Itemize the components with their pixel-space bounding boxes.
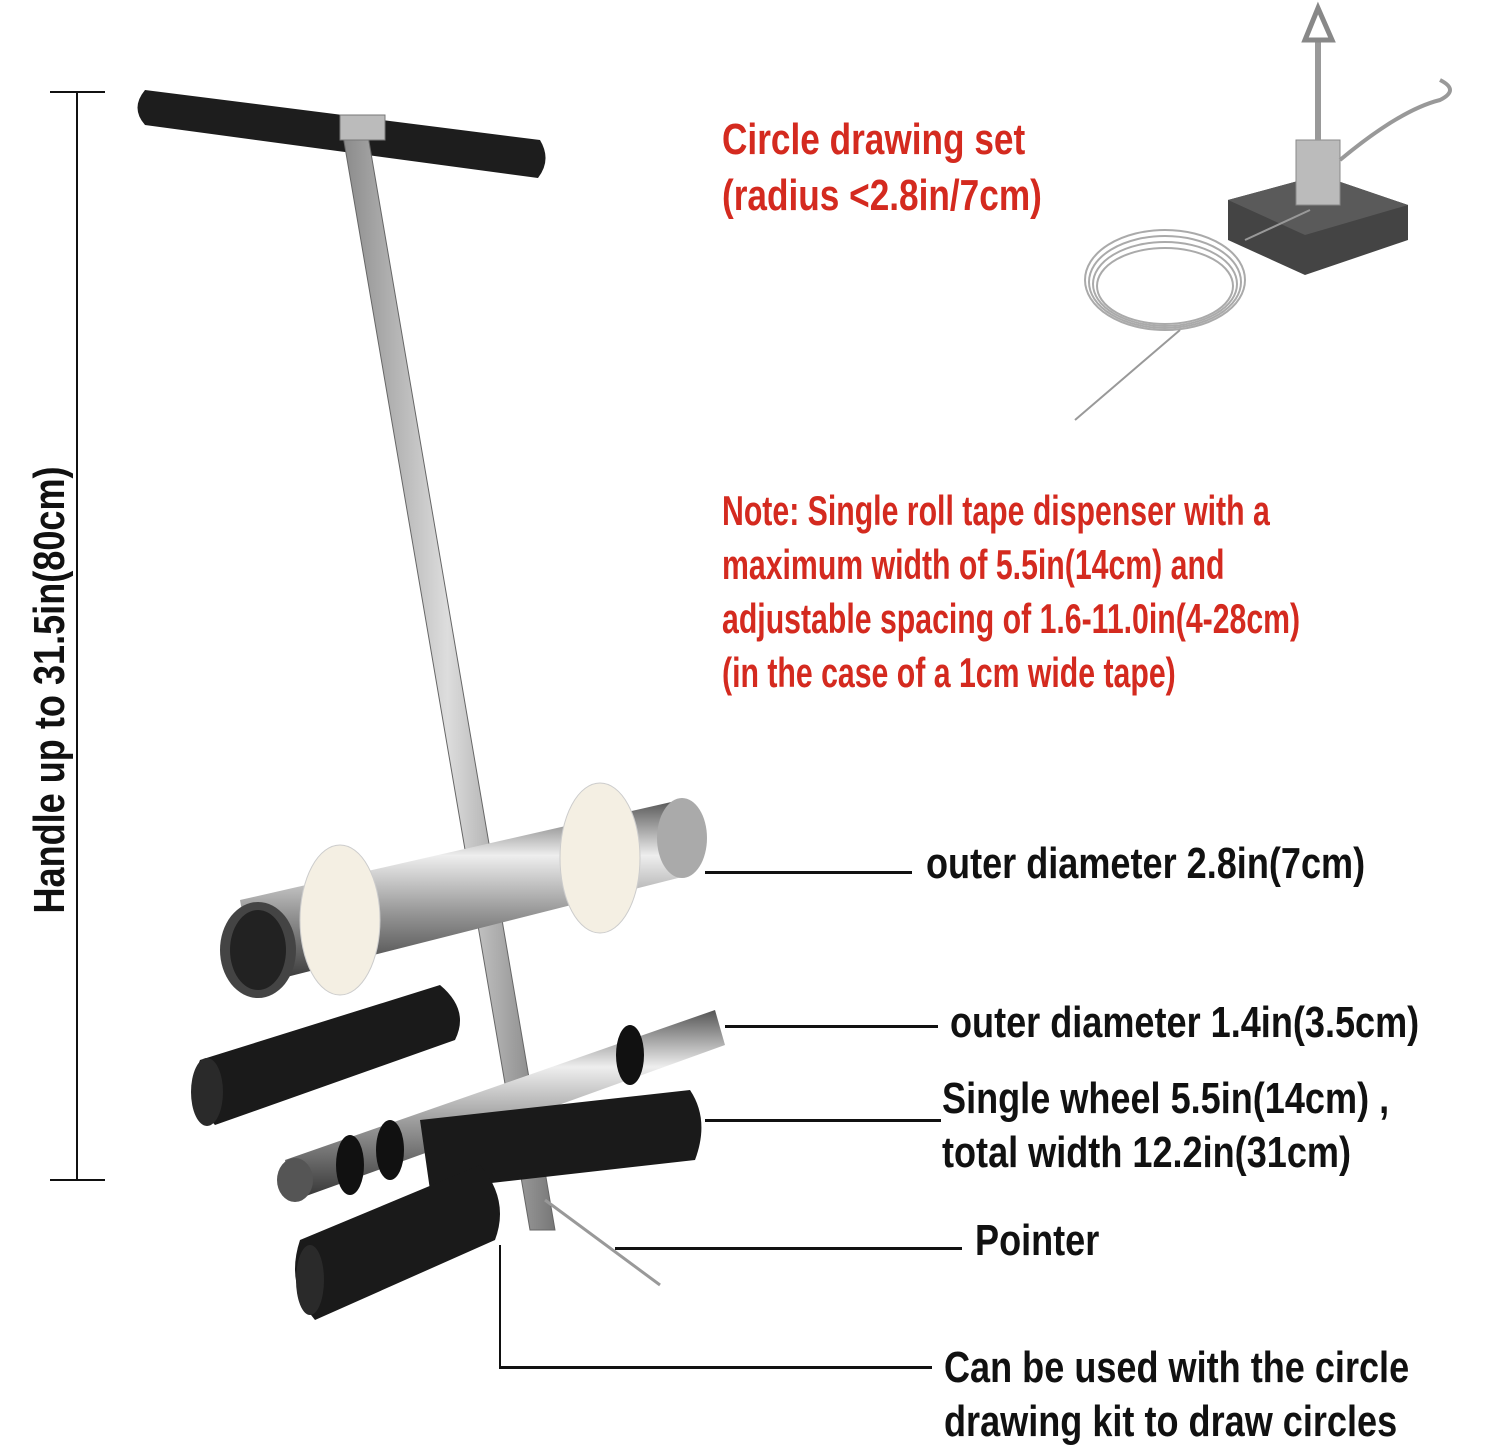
callout-line-pointer — [615, 1247, 962, 1250]
dimension-tick-top — [50, 91, 105, 93]
note-line: Note: Single roll tape dispenser with a — [722, 487, 1270, 534]
callout-line-outer-large — [705, 871, 912, 874]
callout-outer-diameter-large: outer diameter 2.8in(7cm) — [926, 839, 1366, 888]
note-line: (in the case of a 1cm wide tape) — [722, 649, 1176, 696]
handle-height-label: Handle up to 31.5in(80cm) — [25, 466, 74, 914]
callout-outer-diameter-small: outer diameter 1.4in(3.5cm) — [950, 998, 1420, 1047]
rear-wheel — [191, 985, 460, 1126]
front-wheel — [295, 1090, 702, 1320]
callout-circle-line2: drawing kit to draw circles — [944, 1397, 1398, 1446]
note-line: adjustable spacing of 1.6-11.0in(4-28cm) — [722, 595, 1301, 642]
dimension-line — [76, 92, 78, 1180]
circle-drawing-set-image — [1074, 1, 1452, 421]
callout-line-outer-small — [725, 1025, 938, 1028]
circle-set-line1: Circle drawing set — [722, 115, 1026, 164]
callout-line-circle — [499, 1366, 932, 1369]
callout-circle-line1: Can be used with the circle — [944, 1343, 1410, 1392]
large-roller — [220, 782, 707, 998]
note-line: maximum width of 5.5in(14cm) and — [722, 541, 1225, 588]
dimension-tick-bottom — [50, 1179, 105, 1181]
callout-line-wheel — [705, 1119, 941, 1122]
circle-set-title: Circle drawing set (radius <2.8in/7cm) — [722, 112, 1042, 224]
callout-line-circle-vertical — [499, 1245, 501, 1369]
pointer-needle — [544, 1198, 661, 1287]
callout-pointer: Pointer — [975, 1216, 1100, 1265]
circle-set-line2: (radius <2.8in/7cm) — [722, 171, 1042, 220]
callout-wheel-line2: total width 12.2in(31cm) — [942, 1128, 1351, 1177]
small-roller — [277, 1010, 725, 1202]
callout-wheel-line1: Single wheel 5.5in(14cm) , — [942, 1074, 1390, 1123]
note-text: Note: Single roll tape dispenser with a … — [722, 484, 1300, 700]
